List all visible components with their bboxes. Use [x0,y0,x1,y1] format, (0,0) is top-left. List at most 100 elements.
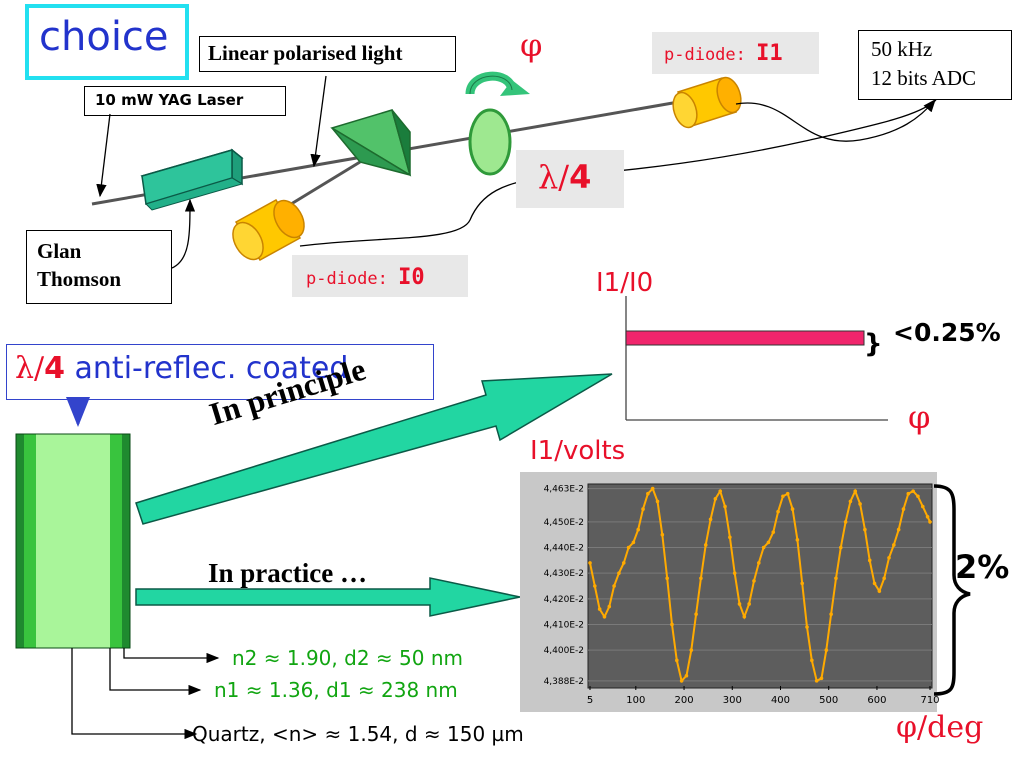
data-point [636,527,641,532]
data-point [756,561,761,565]
data-point [766,540,771,545]
glan-thomson-label: Glan Thomson [26,230,172,304]
data-point [675,658,679,663]
data-point [670,622,674,627]
data-point [916,494,920,499]
x-tick-label: 400 [771,695,790,706]
glan-callout [171,198,196,269]
data-point [790,507,795,511]
data-point [853,489,858,493]
data-point [810,658,814,663]
x-tick-label: 200 [674,695,693,706]
y-tick-label: 4,440E-2 [544,544,584,554]
laser-label: 10 mW YAG Laser [84,86,286,116]
data-point [679,679,684,683]
principle-brace: } [864,329,883,359]
data-point [761,545,766,550]
data-point [684,673,689,678]
data-point [911,489,915,493]
principle-arrow [135,373,613,525]
data-point [621,561,626,565]
substrate-label: Quartz, <n> ≈ 1.54, d ≈ 150 µm [192,722,524,746]
data-point [872,581,877,586]
data-point [800,581,804,586]
data-point [694,612,698,617]
choice-box: choice [25,4,189,80]
principle-annotation: <0.25% [893,318,1001,347]
phi-label: φ [520,26,543,64]
data-point [877,589,882,593]
data-point [655,499,660,504]
data-point [728,535,732,540]
data-point [848,499,853,504]
measured-chart: 4,463E-24,450E-24,440E-24,430E-24,420E-2… [520,472,940,712]
principle-xlabel: φ [908,398,931,436]
linear-light-label: Linear polarised light [199,36,456,72]
data-point [742,614,747,619]
coated-plate [15,433,131,649]
y-tick-label: 4,410E-2 [544,620,584,630]
series-points [588,486,932,683]
layer2-label: n2 ≈ 1.90, d2 ≈ 50 nm [232,646,463,670]
principle-plot: } [625,296,888,421]
data-point [887,555,891,560]
x-tick-label: 300 [723,695,742,706]
data-point [838,545,843,550]
data-point [928,520,932,524]
data-point [795,538,800,542]
data-point [665,576,669,581]
yag-laser [140,148,244,211]
data-point [785,491,790,496]
chart-ylabel: I1/volts [530,436,626,466]
photodiode-i1 [672,76,742,129]
x-tick-label: 710 [920,695,939,706]
data-point [617,571,621,575]
x-tick-label: 500 [819,695,838,706]
substrate-leader [71,648,198,740]
y-tick-label: 4,420E-2 [544,595,584,605]
data-point [824,648,829,652]
data-point [858,502,862,506]
data-point [626,545,631,550]
practice-arrow [135,577,521,617]
data-point [829,612,833,617]
data-point [834,576,838,581]
data-point [612,584,616,588]
data-point [593,584,597,588]
data-point [882,576,886,581]
data-point [906,491,911,496]
diode-i1-label: p-diode: I1 [652,32,819,74]
data-point [752,579,756,583]
data-point [805,625,809,629]
data-point [901,507,906,511]
data-point [843,520,848,524]
layer1-leader [109,648,202,696]
chart-xlabel: φ/deg [896,710,984,745]
principle-ylabel: I1/I0 [596,268,654,298]
principle-bar [625,330,865,346]
rotation-arrow-icon [465,71,530,96]
data-point [747,602,751,606]
data-point [814,679,819,683]
data-point [650,486,655,491]
data-point [867,558,872,563]
choice-label: choice [39,14,169,60]
range-brace [933,484,971,696]
data-point [863,527,867,532]
glan-thomson-prism [330,109,412,177]
x-tick-label: 100 [626,695,645,706]
photodiode-i0 [232,199,305,261]
data-point [776,509,780,514]
data-point [689,648,694,652]
x-tick-label: 600 [867,695,886,706]
diode-i0-label: p-diode: I0 [292,255,468,297]
grid [588,488,932,690]
data-point [713,497,718,501]
data-point [607,604,612,609]
cable-i1 [735,99,936,142]
data-point [641,507,645,511]
data-point [892,543,896,547]
data-point [723,504,727,509]
coating-label: λ/4 anti-reflec. coated [6,344,434,400]
